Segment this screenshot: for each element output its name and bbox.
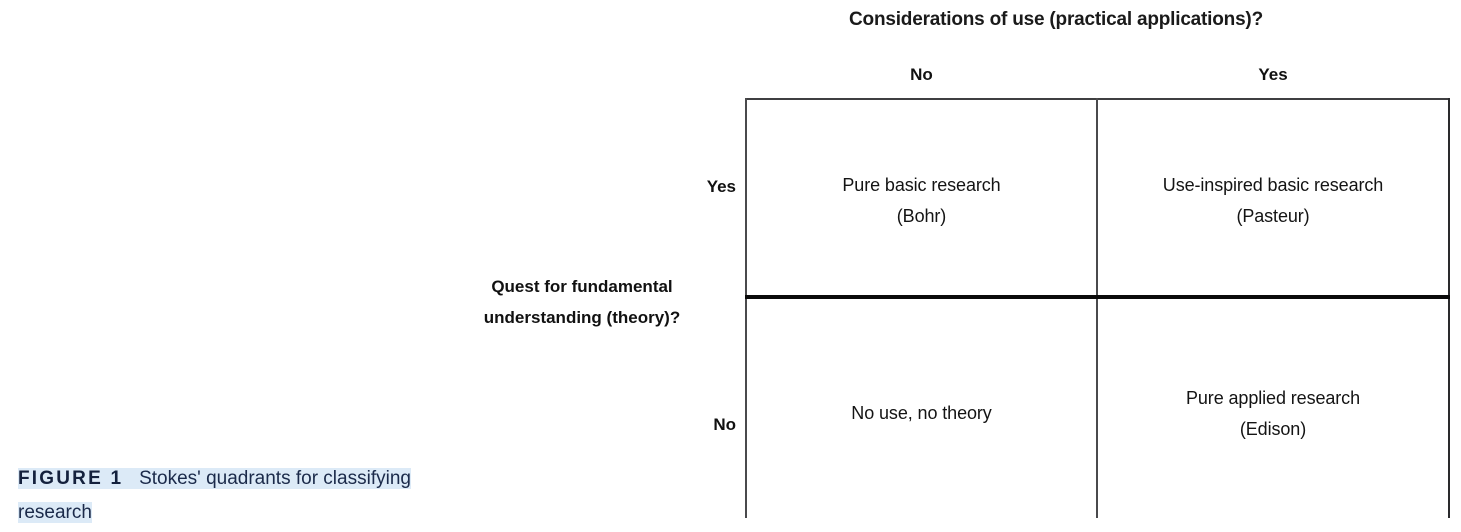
quadrant-cell-title: Use-inspired basic research — [1162, 175, 1384, 195]
grid-divider-horizontal — [745, 295, 1450, 299]
quadrant-cell-title: No use, no theory — [851, 403, 992, 423]
row-header-no: No — [713, 415, 736, 434]
quadrant-cell-use-inspired-basic-research: Use-inspired basic research (Pasteur) — [1098, 170, 1448, 232]
quadrant-grid: Pure basic research (Bohr) Use-inspired … — [745, 98, 1450, 518]
quadrant-cell-no-use-no-theory: No use, no theory — [747, 398, 1096, 429]
quadrant-cell-title: Pure applied research — [1185, 388, 1360, 408]
figure-caption-text: Stokes' quadrants for classifying resear… — [18, 468, 411, 523]
quadrant-cell-exemplar: (Pasteur) — [1236, 206, 1310, 226]
quadrant-cell-pure-basic-research: Pure basic research (Bohr) — [747, 170, 1096, 232]
grid-border-right — [1448, 98, 1450, 518]
figure-caption: FIGURE 1 Stokes' quadrants for classifyi… — [18, 462, 438, 530]
grid-divider-vertical — [1096, 98, 1098, 518]
column-header-no: No — [910, 65, 933, 84]
quadrant-cell-title: Pure basic research — [842, 175, 1001, 195]
grid-border-left — [745, 98, 747, 518]
row-header-yes: Yes — [706, 177, 736, 196]
quadrant-cell-pure-applied-research: Pure applied research (Edison) — [1098, 383, 1448, 445]
figure-label: FIGURE 1 — [18, 468, 124, 489]
row-axis-title: Quest for fundamental understanding (the… — [483, 277, 681, 327]
column-header-yes: Yes — [1258, 65, 1288, 84]
quadrant-cell-exemplar: (Edison) — [1239, 419, 1307, 439]
column-axis-title: Considerations of use (practical applica… — [849, 9, 1263, 30]
quadrant-cell-exemplar: (Bohr) — [896, 206, 947, 226]
